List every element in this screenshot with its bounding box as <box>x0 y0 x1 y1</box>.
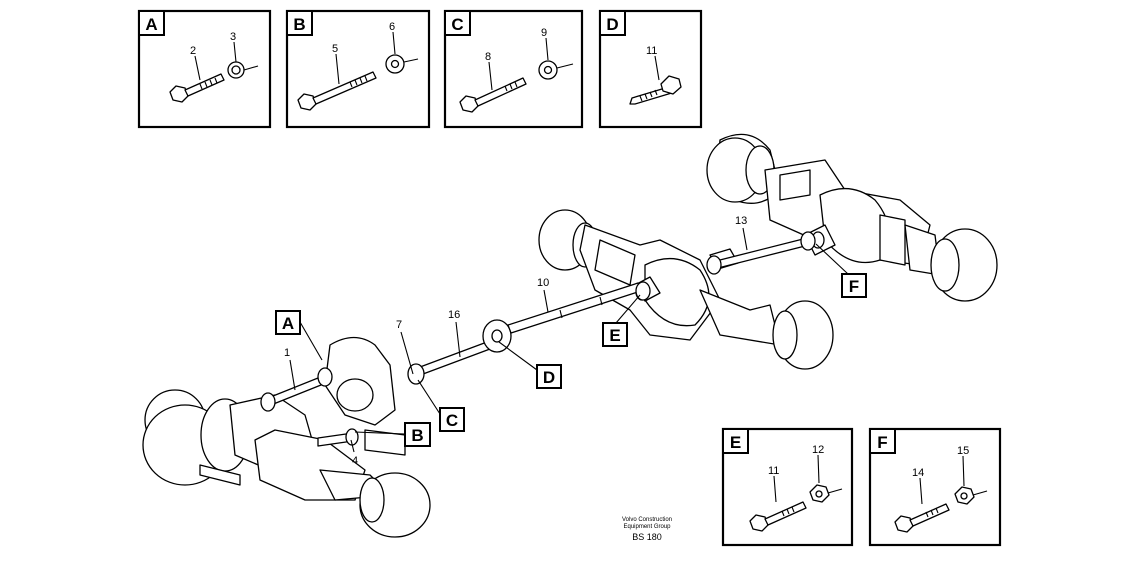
detail-box-d-letter: D <box>606 15 618 34</box>
part-label-6: 6 <box>389 21 395 33</box>
detail-box-b: B 5 6 <box>285 9 431 129</box>
detail-box-c-letter: C <box>451 15 463 34</box>
callouts: A B C D E F 1 7 16 10 13 4 <box>275 215 867 467</box>
callout-c: C <box>446 411 458 430</box>
footer: Volvo Construction Equipment Group BS 18… <box>622 517 672 542</box>
detail-box-d: D 11 <box>598 9 703 129</box>
footer-group: Equipment Group <box>623 524 671 530</box>
detail-box-a: A 2 3 <box>137 9 272 129</box>
propeller-shaft-13 <box>706 231 816 275</box>
propeller-shaft-16 <box>407 319 512 385</box>
bolt-icon <box>169 73 225 103</box>
main-label-13: 13 <box>735 215 747 227</box>
detail-box-b-letter: B <box>293 15 305 34</box>
propeller-shaft-1 <box>260 367 333 412</box>
detail-box-f-letter: F <box>877 433 887 452</box>
detail-box-e-letter: E <box>730 433 741 452</box>
main-label-16: 16 <box>448 309 460 321</box>
main-label-10: 10 <box>537 277 549 289</box>
callout-d: D <box>543 368 555 387</box>
bolt-icon <box>297 71 377 111</box>
propeller-shaft-4 <box>317 428 359 447</box>
detail-box-a-letter: A <box>145 15 157 34</box>
part-label-5: 5 <box>332 43 338 55</box>
bolt-icon <box>749 501 807 532</box>
washer-icon <box>385 54 419 74</box>
detail-box-c: C 8 9 <box>443 9 584 129</box>
callout-a: A <box>282 314 294 333</box>
bolt-icon <box>629 75 682 105</box>
detail-box-e: E 11 12 <box>721 427 854 547</box>
part-label-14: 14 <box>912 467 924 479</box>
middle-axle-drawing <box>538 209 834 370</box>
detail-box-f: F 14 15 <box>868 427 1002 547</box>
nut-icon <box>954 486 988 505</box>
part-label-12: 12 <box>812 444 824 456</box>
footer-code: BS 180 <box>632 532 662 542</box>
part-label-2: 2 <box>190 45 196 57</box>
footer-company: Volvo Construction <box>622 517 672 523</box>
bolt-icon <box>894 503 950 533</box>
callout-e: E <box>609 326 620 345</box>
front-axle-drawing <box>142 336 431 538</box>
part-label-9: 9 <box>541 27 547 39</box>
washer-icon <box>538 60 574 80</box>
part-label-11-e: 11 <box>768 465 779 477</box>
part-label-11-d: 11 <box>646 45 657 57</box>
bolt-icon <box>459 77 527 113</box>
main-label-1: 1 <box>284 347 290 359</box>
nut-icon <box>809 484 843 503</box>
washer-icon <box>227 61 259 79</box>
callout-b: B <box>411 426 423 445</box>
part-label-8: 8 <box>485 51 491 63</box>
main-label-4: 4 <box>352 455 358 467</box>
part-label-3: 3 <box>230 31 236 43</box>
part-label-15: 15 <box>957 445 969 457</box>
callout-f: F <box>849 277 859 296</box>
main-label-7: 7 <box>396 319 402 331</box>
rear-axle-drawing <box>706 133 998 302</box>
